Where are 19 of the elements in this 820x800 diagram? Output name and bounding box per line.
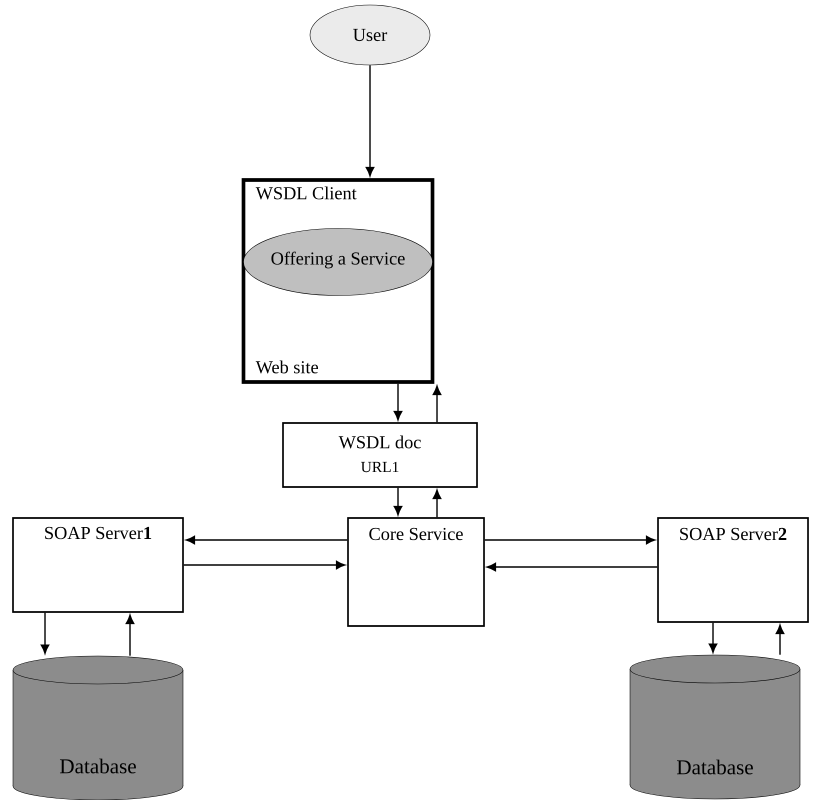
server-box: SOAP Server1 xyxy=(12,517,184,613)
arrow xyxy=(186,536,348,544)
arrow xyxy=(394,488,402,516)
arrow xyxy=(486,562,658,572)
server-box: SOAP Server2 xyxy=(657,517,809,623)
arrow xyxy=(432,386,442,422)
database-cylinder: Database xyxy=(630,654,800,800)
arrow xyxy=(708,622,718,653)
arrow xyxy=(432,490,442,518)
arrow xyxy=(40,612,50,654)
document-box: WSDL doc URL1 xyxy=(282,422,478,488)
arrow xyxy=(484,536,656,544)
arrow xyxy=(776,624,784,655)
database-cylinder: Database xyxy=(12,656,184,800)
service-box: Core Service xyxy=(347,517,485,627)
arrow xyxy=(366,65,374,176)
arrow xyxy=(126,614,134,656)
arrow xyxy=(394,384,402,420)
arrow xyxy=(184,560,346,570)
